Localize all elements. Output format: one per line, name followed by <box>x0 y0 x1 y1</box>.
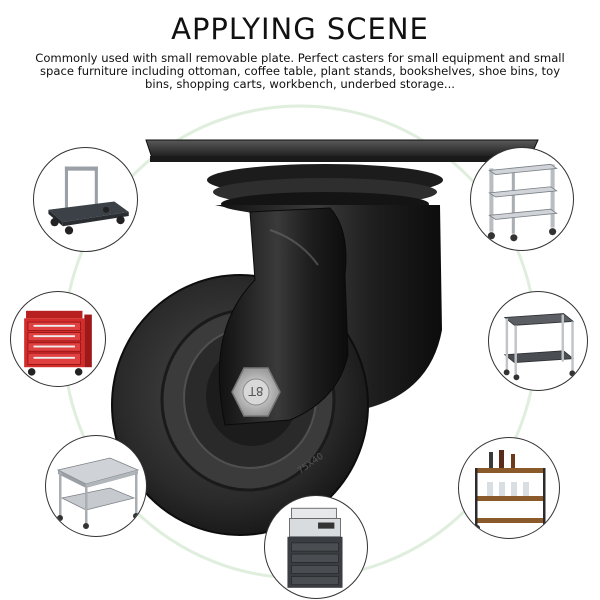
side-table-icon <box>503 313 576 381</box>
scene-platform-hand-truck <box>33 147 138 252</box>
scene-multifunction-printer <box>264 495 368 599</box>
caster-wheel: 8T 75X40 <box>111 139 539 536</box>
scene-red-tool-chest <box>10 291 106 387</box>
hand-truck-icon <box>48 166 129 235</box>
work-table-icon <box>56 457 140 529</box>
scene-stainless-work-table <box>45 435 147 537</box>
bar-cart-icon <box>474 450 547 531</box>
description-text: Commonly used with small removable plate… <box>35 51 565 91</box>
scene-side-table-cart <box>488 291 588 391</box>
bolt-marking: 8T <box>248 384 264 398</box>
tool-chest-icon <box>24 310 92 376</box>
scene-stainless-shelf-cart <box>470 147 574 251</box>
page-title: APPLYING SCENE <box>171 12 429 46</box>
scene-wooden-bar-cart <box>458 437 560 539</box>
printer-icon <box>287 507 343 588</box>
shelf-cart-icon <box>487 163 558 242</box>
